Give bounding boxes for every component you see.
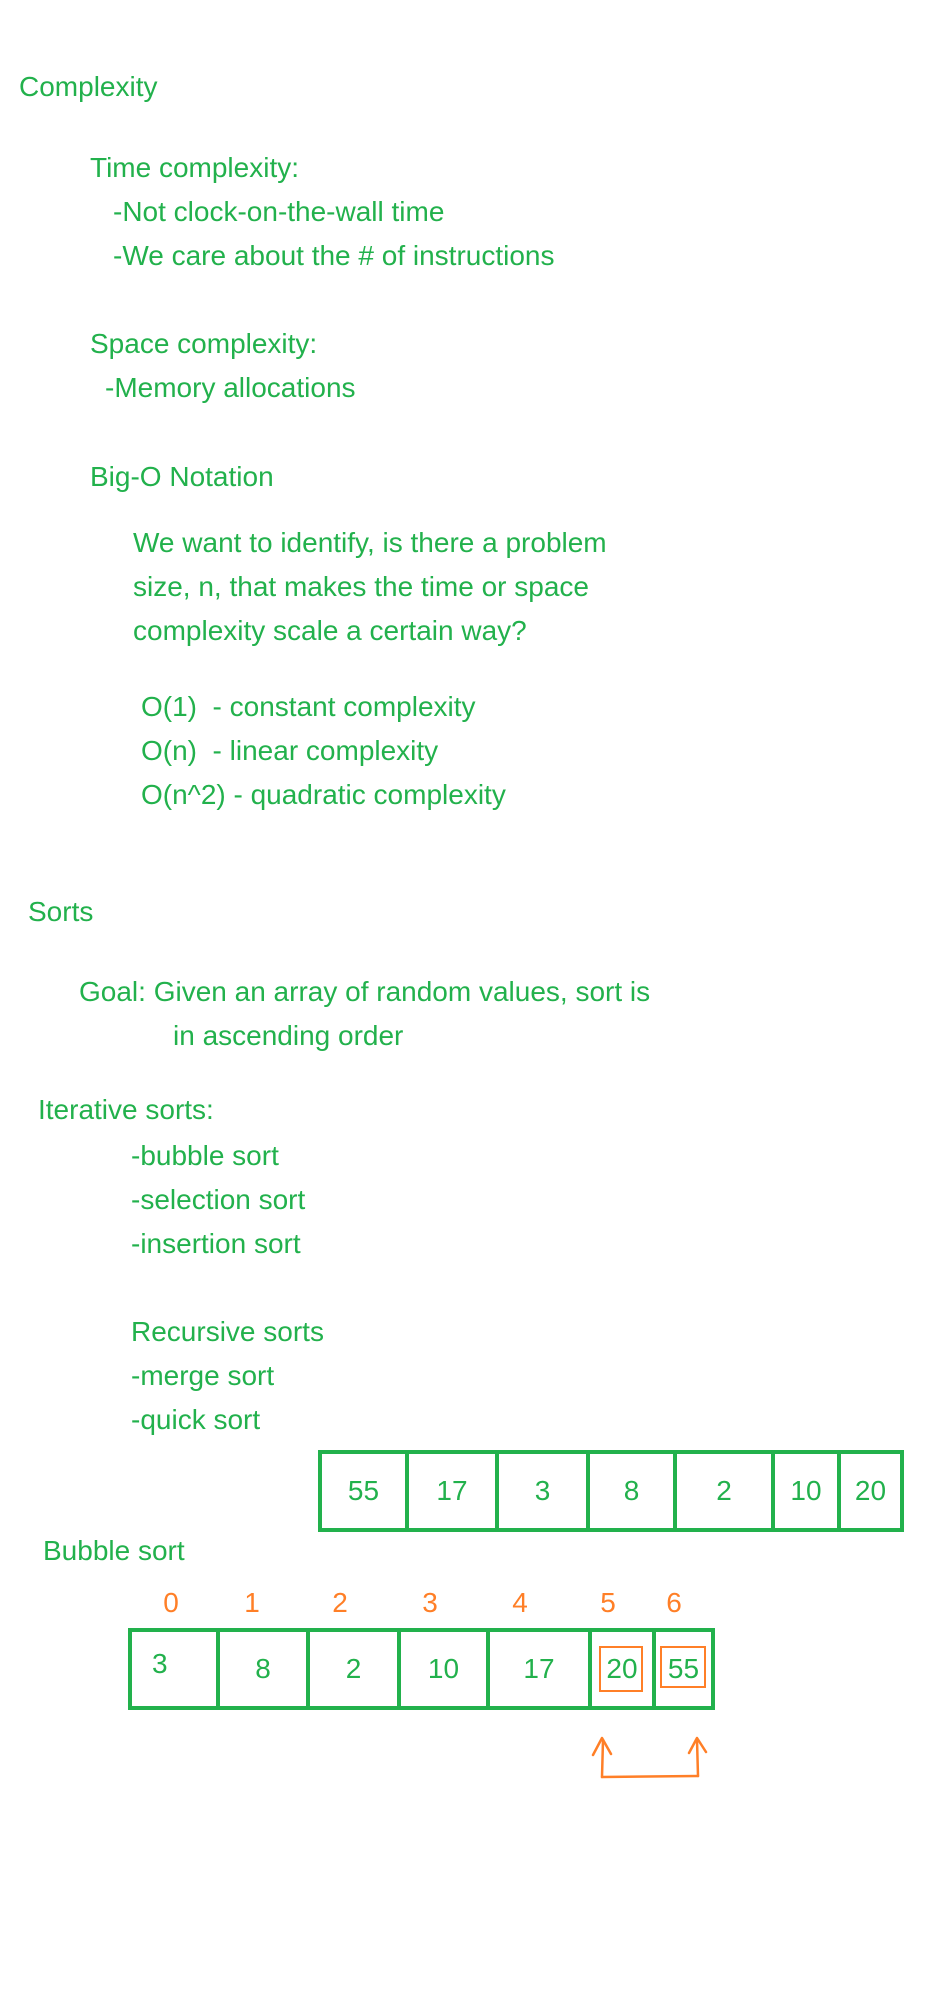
initial-array-cell: 3 [495,1454,586,1528]
swap-highlight-box [660,1646,706,1688]
bubble-array-cell-highlighted: 55 [652,1632,711,1706]
recursive-sorts-heading: Recursive sorts [131,1316,324,1347]
swap-highlight-box [599,1646,643,1692]
iterative-sort-insertion: -insertion sort [131,1228,301,1259]
big-o-heading: Big-O Notation [90,461,274,492]
sorts-heading: Sorts [28,896,94,927]
initial-array-cell: 8 [586,1454,673,1528]
sorts-goal-line-1: Goal: Given an array of random values, s… [79,976,651,1007]
time-complexity-heading: Time complexity: [90,152,300,183]
bubble-sort-array: 3 8 2 10 17 20 55 [128,1628,715,1710]
big-o-text-line-1: We want to identify, is there a problem [133,527,607,558]
array-index: 6 [666,1587,682,1618]
array-index: 0 [163,1587,179,1618]
iterative-sort-bubble: -bubble sort [131,1140,279,1171]
array-index: 5 [600,1587,616,1618]
bubble-array-cell: 3 [152,1648,168,1679]
recursive-sort-quick: -quick sort [131,1404,261,1435]
initial-array: 55 17 3 8 2 10 20 [318,1450,904,1532]
recursive-sort-merge: -merge sort [131,1360,275,1391]
bubble-array-cell-value: 20 [606,1653,638,1684]
space-complexity-heading: Space complexity: [90,328,318,359]
sorts-goal-line-2: in ascending order [173,1020,404,1051]
initial-array-cell: 55 [347,1475,380,1506]
array-index: 1 [244,1587,260,1618]
bubble-array-cell-highlighted: 20 [588,1632,652,1706]
complexity-heading: Complexity [19,71,158,102]
initial-array-cell: 20 [837,1454,900,1528]
bubble-array-cell: 2 [306,1632,397,1706]
initial-array-cell: 10 [771,1454,837,1528]
big-o-quadratic: O(n^2) - quadratic complexity [141,779,506,810]
array-index: 4 [512,1587,528,1618]
big-o-linear: O(n) - linear complexity [141,735,439,766]
initial-array-cell: 17 [405,1454,495,1528]
bubble-sort-heading: Bubble sort [43,1535,185,1566]
time-complexity-point-1: -Not clock-on-the-wall time [113,196,445,227]
big-o-text-line-3: complexity scale a certain way? [133,615,527,646]
array-index: 2 [332,1587,348,1618]
big-o-text-line-2: size, n, that makes the time or space [133,571,589,602]
space-complexity-point-1: -Memory allocations [105,372,356,403]
big-o-constant: O(1) - constant complexity [141,691,476,722]
initial-array-cell: 2 [673,1454,771,1528]
bubble-array-cell: 17 [486,1632,588,1706]
iterative-sort-selection: -selection sort [131,1184,306,1215]
iterative-sorts-heading: Iterative sorts: [38,1094,214,1125]
bubble-array-cell: 10 [397,1632,486,1706]
bubble-array-cell-value: 55 [667,1653,700,1684]
bubble-array-cell: 8 [216,1632,306,1706]
time-complexity-point-2: -We care about the # of instructions [113,240,555,271]
array-index: 3 [422,1587,438,1618]
